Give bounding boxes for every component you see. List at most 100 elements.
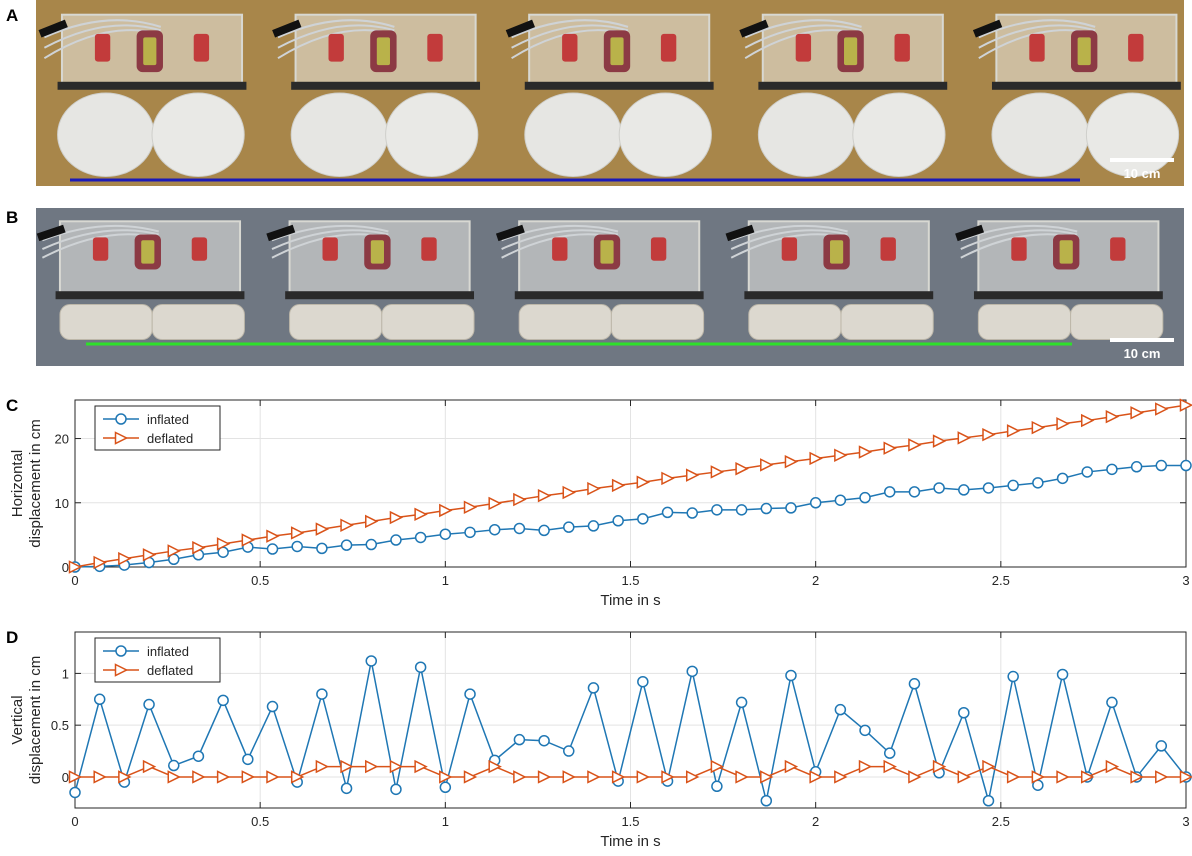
chart-c-point-deflated bbox=[661, 471, 675, 486]
chart-d-point-deflated bbox=[1056, 770, 1070, 784]
photo-a-scale-bar bbox=[1110, 158, 1174, 162]
chart-c-legend-box bbox=[94, 405, 221, 451]
chart-d-point-deflated bbox=[883, 759, 897, 774]
chart-d-xtick-label: 2.5 bbox=[992, 814, 1010, 829]
chart-d-point-deflated bbox=[290, 770, 305, 784]
photo-a-tube bbox=[43, 19, 162, 39]
photo-b-tube bbox=[271, 229, 389, 250]
photo-a-tube bbox=[277, 19, 395, 39]
photo-a-base bbox=[758, 81, 948, 90]
chart-d-point-inflated bbox=[217, 694, 229, 707]
chart-c-series-line-deflated bbox=[74, 404, 1187, 568]
chart-c-xtick-label: 2 bbox=[812, 573, 819, 588]
chart-d-point-inflated bbox=[168, 759, 180, 772]
photo-b-actuator bbox=[92, 237, 109, 261]
chart-d-series-line-inflated bbox=[74, 660, 1187, 801]
photo-b-base bbox=[744, 291, 934, 300]
chart-c-point-inflated bbox=[266, 543, 279, 555]
photo-b-cable bbox=[266, 224, 296, 242]
photo-a-base bbox=[291, 81, 481, 90]
chart-d-point-deflated bbox=[760, 770, 774, 784]
photo-b-robot-1 bbox=[36, 220, 245, 341]
photo-b-actuator bbox=[1011, 237, 1027, 261]
chart-d-point-deflated bbox=[1179, 770, 1192, 784]
chart-c-point-deflated bbox=[216, 537, 231, 551]
chart-c-point-inflated bbox=[365, 538, 378, 551]
chart-d-point-inflated bbox=[637, 675, 649, 688]
chart-d-point-deflated bbox=[463, 770, 478, 784]
photo-b-pad bbox=[610, 304, 705, 341]
chart-c-point-deflated bbox=[1155, 402, 1169, 416]
photo-b-scale-label: 10 cm bbox=[1124, 346, 1161, 361]
photo-b-base bbox=[514, 291, 704, 300]
chart-c-point-inflated bbox=[958, 484, 970, 496]
chart-c-ytick-label: 0 bbox=[62, 560, 69, 575]
chart-c-point-deflated bbox=[93, 555, 107, 570]
chart-c-point-deflated bbox=[340, 518, 354, 532]
chart-d-point-inflated bbox=[1155, 740, 1168, 752]
chart-c-point-deflated bbox=[241, 533, 256, 547]
chart-d-point-deflated bbox=[957, 770, 971, 784]
chart-c-point-deflated bbox=[192, 541, 206, 555]
chart-c-point-inflated bbox=[711, 504, 723, 516]
photo-b-pad bbox=[151, 304, 245, 341]
chart-d-point-deflated bbox=[784, 759, 799, 774]
photo-b-pad bbox=[59, 304, 153, 341]
photo-b-base bbox=[973, 291, 1163, 300]
chart-d-point-inflated bbox=[563, 745, 575, 757]
chart-d-point-deflated bbox=[315, 759, 330, 774]
chart-c-point-deflated bbox=[611, 478, 626, 493]
chart-c-point-inflated bbox=[340, 539, 353, 551]
chart-c-point-inflated bbox=[1056, 472, 1069, 485]
photo-b-pad bbox=[977, 304, 1072, 341]
photo-a-actuator bbox=[795, 33, 812, 62]
photo-a-balloon bbox=[618, 92, 712, 178]
photo-a-cable bbox=[272, 19, 302, 38]
chart-c-series-inflated bbox=[69, 459, 1192, 573]
chart-c-point-deflated bbox=[1031, 420, 1046, 435]
chart-c-point-inflated bbox=[1180, 459, 1192, 472]
chart-c-point-deflated bbox=[1105, 409, 1120, 424]
chart-d-point-deflated bbox=[216, 770, 231, 784]
chart-c-point-inflated bbox=[414, 531, 427, 544]
chart-c-point-deflated bbox=[1130, 406, 1144, 420]
chart-d-point-inflated bbox=[711, 780, 723, 793]
chart-d-point-deflated bbox=[266, 770, 280, 784]
chart-d-point-inflated bbox=[809, 766, 822, 778]
chart-d-point-deflated bbox=[982, 759, 996, 774]
photo-b-pad bbox=[518, 304, 612, 341]
photo-b-cable bbox=[725, 224, 755, 242]
photo-a-balloon bbox=[991, 92, 1090, 178]
chart-c-point-inflated bbox=[69, 561, 81, 573]
photo-b-actuator bbox=[322, 237, 338, 261]
chart-c-legend-marker-deflated bbox=[114, 431, 129, 445]
photo-b-base bbox=[285, 291, 475, 300]
chart-c-point-inflated bbox=[933, 482, 945, 494]
chart-d-xtick-label: 0.5 bbox=[251, 814, 269, 829]
chart-d-point-deflated bbox=[908, 770, 922, 784]
chart-d-point-inflated bbox=[365, 655, 378, 667]
photo-b-spring-coil bbox=[600, 240, 614, 264]
chart-d-point-deflated bbox=[1105, 759, 1120, 774]
photo-b-cable bbox=[36, 224, 66, 242]
chart-d-point-inflated bbox=[1180, 771, 1192, 783]
chart-c-point-inflated bbox=[291, 540, 303, 553]
chart-d-point-deflated bbox=[340, 759, 354, 774]
chart-c-point-deflated bbox=[883, 441, 897, 455]
chart-c-ytick-label: 20 bbox=[55, 432, 69, 447]
chart-d-point-deflated bbox=[932, 759, 947, 774]
chart-c-legend-marker-inflated bbox=[115, 413, 127, 425]
panel-letter-a: A bbox=[6, 6, 19, 25]
chart-d-point-inflated bbox=[93, 693, 106, 706]
chart-d-point-inflated bbox=[69, 786, 81, 799]
chart-c-point-deflated bbox=[513, 492, 527, 507]
photo-b-cable bbox=[495, 224, 525, 242]
chart-c-point-inflated bbox=[1155, 459, 1168, 472]
chart-d-point-inflated bbox=[340, 782, 353, 795]
chart-c-point-deflated bbox=[1080, 413, 1095, 428]
chart-c-point-inflated bbox=[563, 521, 575, 533]
chart-c-point-deflated bbox=[636, 475, 651, 489]
photo-b-actuator bbox=[552, 237, 568, 261]
